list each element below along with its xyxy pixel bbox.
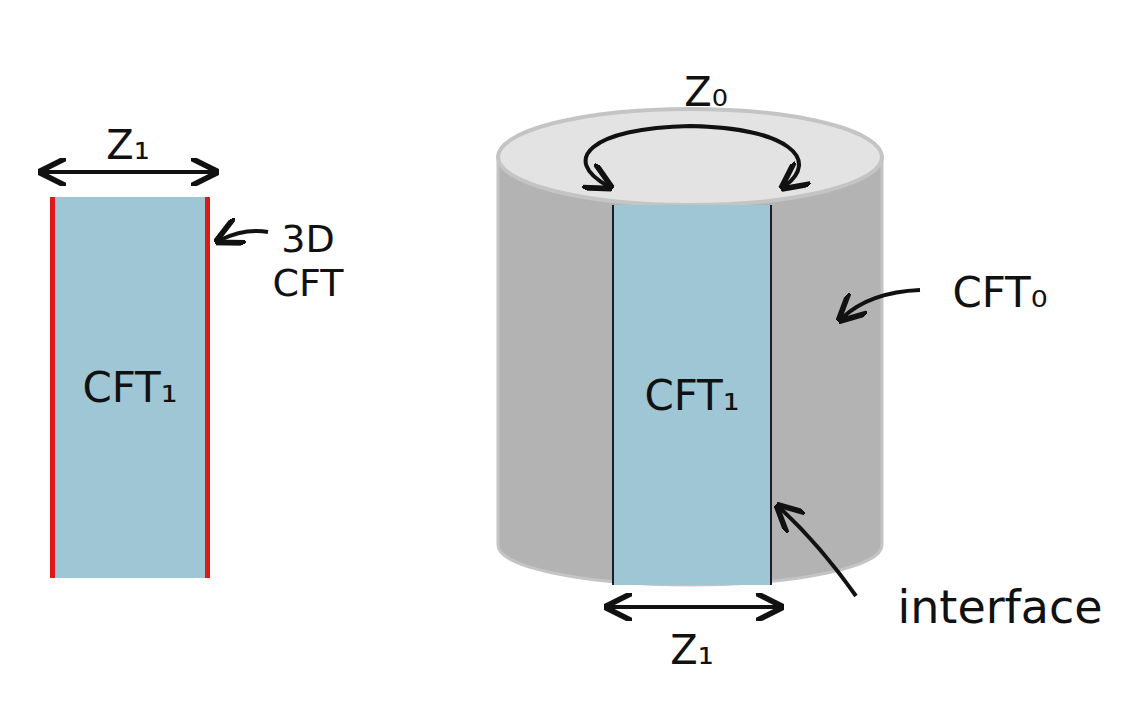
leader-arrow — [842, 290, 920, 318]
dimension-label: Z₀ — [684, 69, 727, 115]
leader-arrow — [780, 508, 856, 596]
node-label: CFT₁ — [82, 363, 177, 412]
dimension-label: Z₁ — [670, 627, 713, 673]
callout-label: CFT₀ — [952, 269, 1047, 317]
leader-arrow — [220, 231, 268, 240]
cft-strip: CFT₁ — [50, 197, 210, 578]
callout-label: interface — [897, 581, 1102, 634]
callout-label: 3D CFT — [253, 218, 363, 305]
dimension-label: Z₁ — [106, 122, 149, 168]
cft-strip: CFT₁ — [612, 205, 772, 585]
width-arrow — [44, 170, 213, 174]
width-arrow — [610, 605, 778, 609]
node-label: CFT₁ — [644, 371, 739, 420]
circle-arrow — [586, 126, 799, 186]
cylinder — [498, 109, 882, 585]
